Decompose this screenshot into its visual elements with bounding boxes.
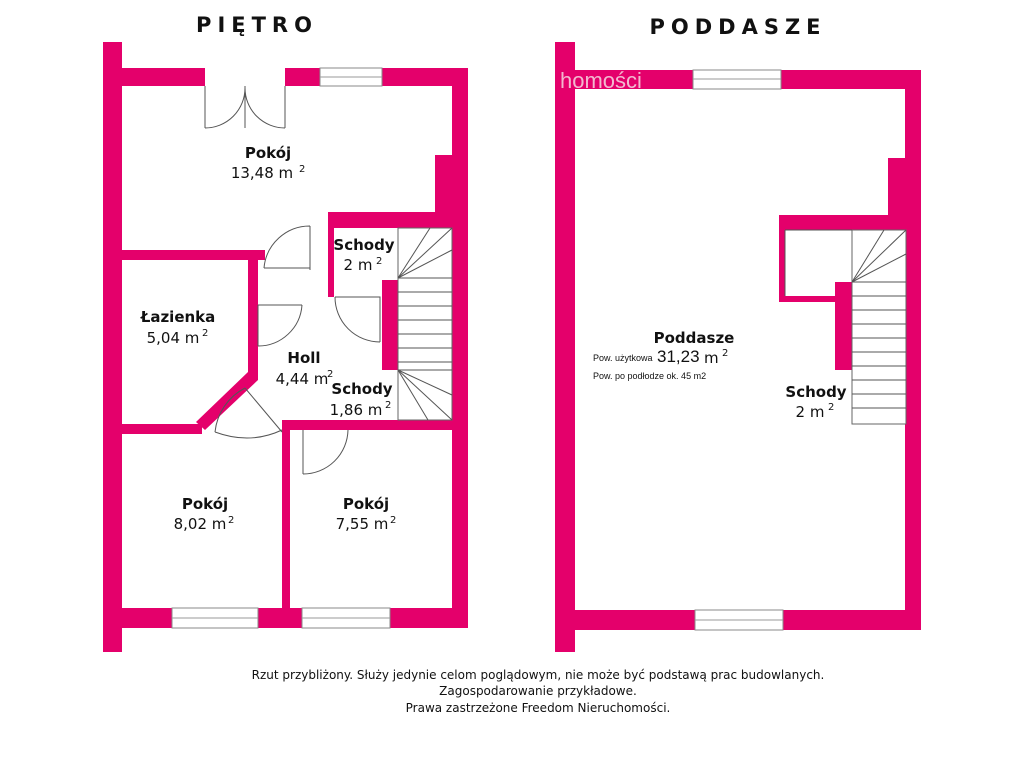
room-schody-small: Schody 2 m 2 <box>333 236 394 274</box>
svg-text:13,48 m: 13,48 m <box>231 164 293 182</box>
svg-text:2: 2 <box>390 515 396 526</box>
pietro-stairs <box>397 227 453 421</box>
svg-text:2 m: 2 m <box>344 256 373 274</box>
svg-text:Schody: Schody <box>333 236 394 254</box>
room-holl: Holl 4,44 m 2 <box>276 349 334 388</box>
floor-title-pietro: PIĘTRO <box>196 13 318 37</box>
balcony-door <box>204 86 286 129</box>
svg-text:Pokój: Pokój <box>182 495 228 513</box>
svg-text:7,55 m: 7,55 m <box>336 515 389 533</box>
svg-text:Holl: Holl <box>287 349 320 367</box>
usable-area-label: Pow. użytkowa <box>593 353 653 363</box>
room-pokoj-right: Pokój 7,55 m 2 <box>336 495 397 533</box>
room-poddasze: Poddasze Pow. użytkowa 31,23 m 2 Pow. po… <box>593 329 734 381</box>
svg-text:Schody: Schody <box>785 383 846 401</box>
footer-note: Rzut przybliżony. Służy jedynie celom po… <box>252 668 825 715</box>
svg-text:2: 2 <box>299 164 305 175</box>
floor-title-poddasze: PODDASZE <box>649 15 826 39</box>
pietro-windows <box>171 67 391 629</box>
svg-text:Schody: Schody <box>331 380 392 398</box>
poddasze-stairs <box>784 229 907 425</box>
floor-area-note: Pow. po podłodze ok. 45 m2 <box>593 371 706 381</box>
svg-text:m: m <box>704 349 719 367</box>
svg-text:2: 2 <box>327 369 333 380</box>
footer-line-2: Zagospodarowanie przykładowe. <box>439 684 637 698</box>
svg-text:5,04 m: 5,04 m <box>147 329 200 347</box>
svg-text:Pokój: Pokój <box>343 495 389 513</box>
usable-area-value: 31,23 <box>657 347 700 366</box>
svg-text:1,86 m: 1,86 m <box>330 401 383 419</box>
svg-text:2: 2 <box>385 400 391 411</box>
pietro-doors <box>214 225 381 475</box>
poddasze-windows <box>692 69 784 631</box>
svg-text:Łazienka: Łazienka <box>140 308 216 326</box>
svg-text:2: 2 <box>722 348 728 359</box>
room-lazienka: Łazienka 5,04 m 2 <box>140 308 216 347</box>
svg-text:4,44 m: 4,44 m <box>276 370 329 388</box>
svg-text:2 m: 2 m <box>796 403 825 421</box>
svg-text:2: 2 <box>376 256 382 267</box>
footer-line-1: Rzut przybliżony. Służy jedynie celom po… <box>252 668 825 682</box>
room-pokoj-top: Pokój 13,48 m 2 <box>231 144 306 182</box>
svg-text:2: 2 <box>202 328 208 339</box>
svg-text:Poddasze: Poddasze <box>654 329 735 347</box>
room-poddasze-schody: Schody 2 m 2 <box>785 383 846 421</box>
watermark: homości <box>560 68 642 93</box>
svg-text:2: 2 <box>228 515 234 526</box>
svg-text:2: 2 <box>828 402 834 413</box>
footer-line-3: Prawa zastrzeżone Freedom Nieruchomości. <box>406 701 671 715</box>
svg-text:8,02 m: 8,02 m <box>174 515 227 533</box>
room-pokoj-left: Pokój 8,02 m 2 <box>174 495 235 533</box>
svg-text:Pokój: Pokój <box>245 144 291 162</box>
room-schody-main: Schody 1,86 m 2 <box>330 380 393 419</box>
